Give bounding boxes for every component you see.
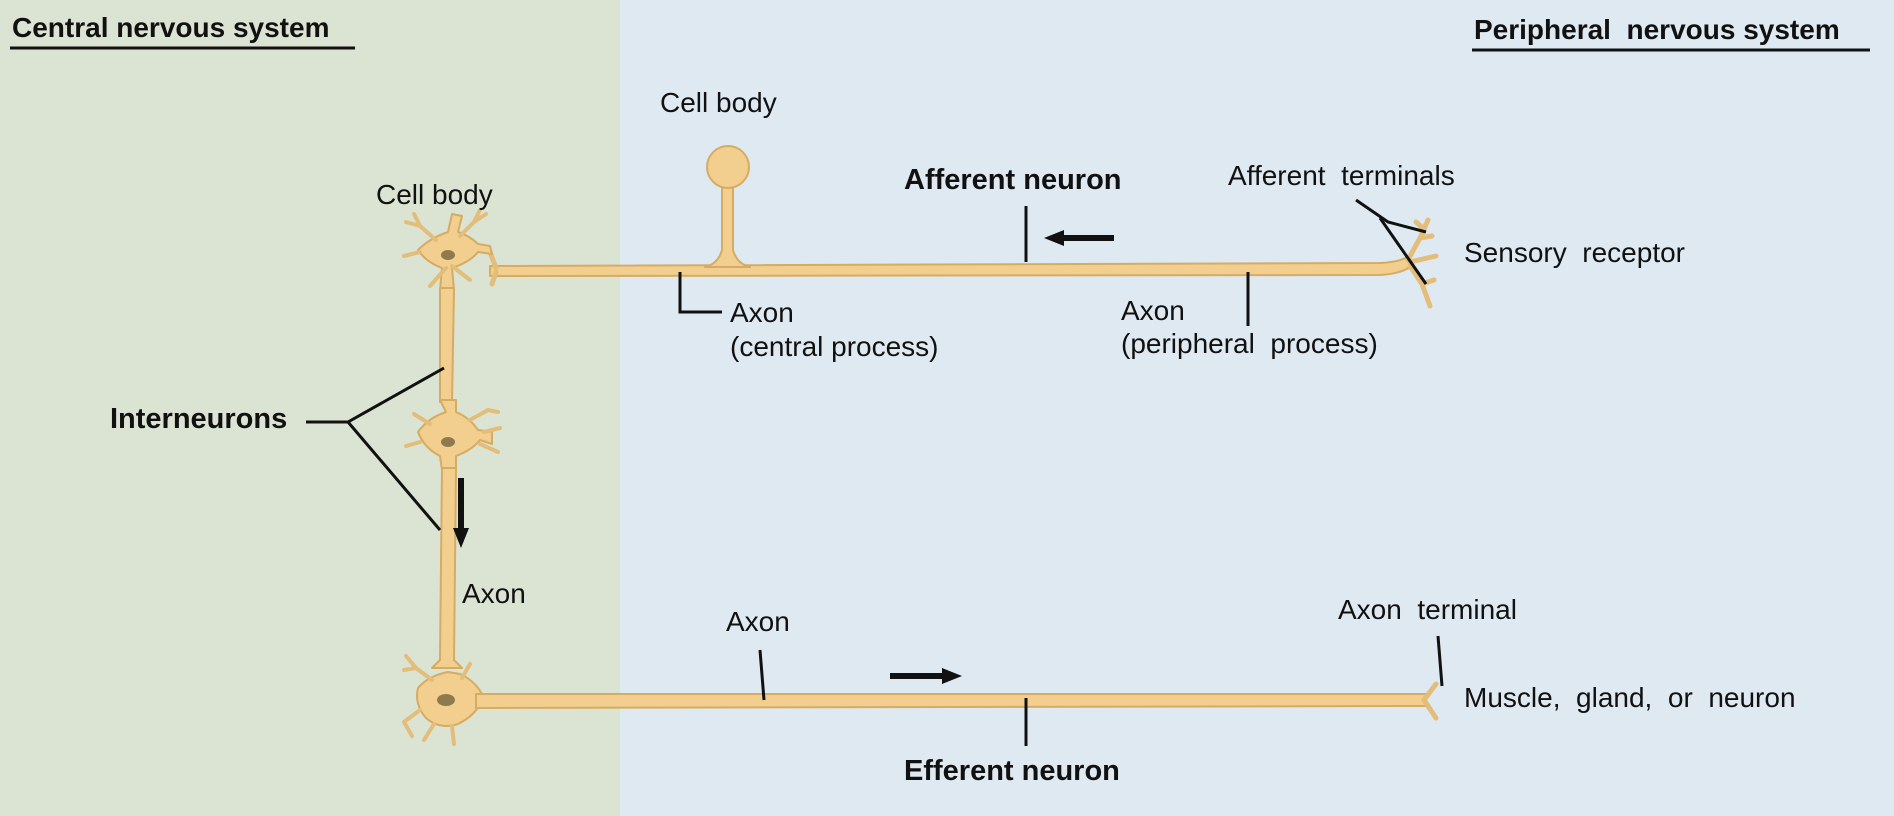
axon-central-leader — [678, 272, 722, 314]
label-afferent-terminals: Afferent terminals — [1228, 160, 1455, 191]
pns-region — [620, 0, 1894, 816]
interneuron-1-dendrites — [402, 208, 488, 288]
axon-terminal-leader — [1436, 635, 1444, 687]
label-muscle-gland-neuron: Muscle, gland, or neuron — [1464, 682, 1796, 713]
cns-region — [0, 0, 620, 816]
efferent-nucleus — [437, 694, 455, 706]
interneuron-2-axon — [431, 467, 463, 669]
afferent-terminals-leader-2 — [1378, 217, 1428, 285]
label-axon-terminal: Axon terminal — [1338, 594, 1517, 625]
label-axon-efferent: Axon — [726, 606, 790, 637]
afferent-cell-body — [706, 145, 750, 189]
label-axon-vertical: Axon — [462, 578, 526, 609]
efferent-direction-arrow-head — [942, 668, 962, 684]
label-axon-peripheral-2: (peripheral process) — [1121, 328, 1378, 359]
label-axon-central-1: Axon — [730, 297, 794, 328]
label-axon-central-2: (central process) — [730, 331, 939, 362]
label-cell-body-top: Cell body — [660, 87, 777, 118]
label-interneurons: Interneurons — [110, 403, 287, 435]
afferent-direction-arrow-head — [1044, 230, 1064, 246]
efferent-axon-leader — [758, 649, 766, 701]
label-afferent-neuron: Afferent neuron — [904, 164, 1122, 196]
interneuron-direction-arrow-head — [453, 528, 469, 548]
interneuron-2-dendrites — [404, 408, 502, 454]
leader-lines — [306, 198, 1444, 746]
efferent-terminal — [1421, 681, 1439, 721]
label-axon-peripheral-1: Axon — [1121, 295, 1185, 326]
interneuron-1-axon — [439, 287, 455, 403]
neurons — [402, 145, 1439, 746]
afferent-stalk — [704, 185, 751, 268]
label-efferent-neuron: Efferent neuron — [904, 755, 1120, 787]
interneuron-2-nucleus — [441, 437, 455, 447]
interneurons-leader-up — [347, 366, 445, 424]
interneuron-1-nucleus — [441, 250, 455, 260]
direction-arrows — [453, 230, 1114, 684]
label-sensory-receptor: Sensory receptor — [1464, 237, 1685, 268]
interneurons-leader-down — [346, 421, 442, 531]
efferent-dendrites — [402, 654, 472, 746]
efferent-axon — [475, 693, 1427, 709]
afferent-terminals-leader — [1355, 198, 1427, 234]
pns-header: Peripheral nervous system — [1474, 14, 1840, 45]
afferent-terminals — [1405, 217, 1439, 309]
label-cell-body-left: Cell body — [376, 179, 493, 210]
cns-header: Central nervous system — [12, 12, 329, 43]
